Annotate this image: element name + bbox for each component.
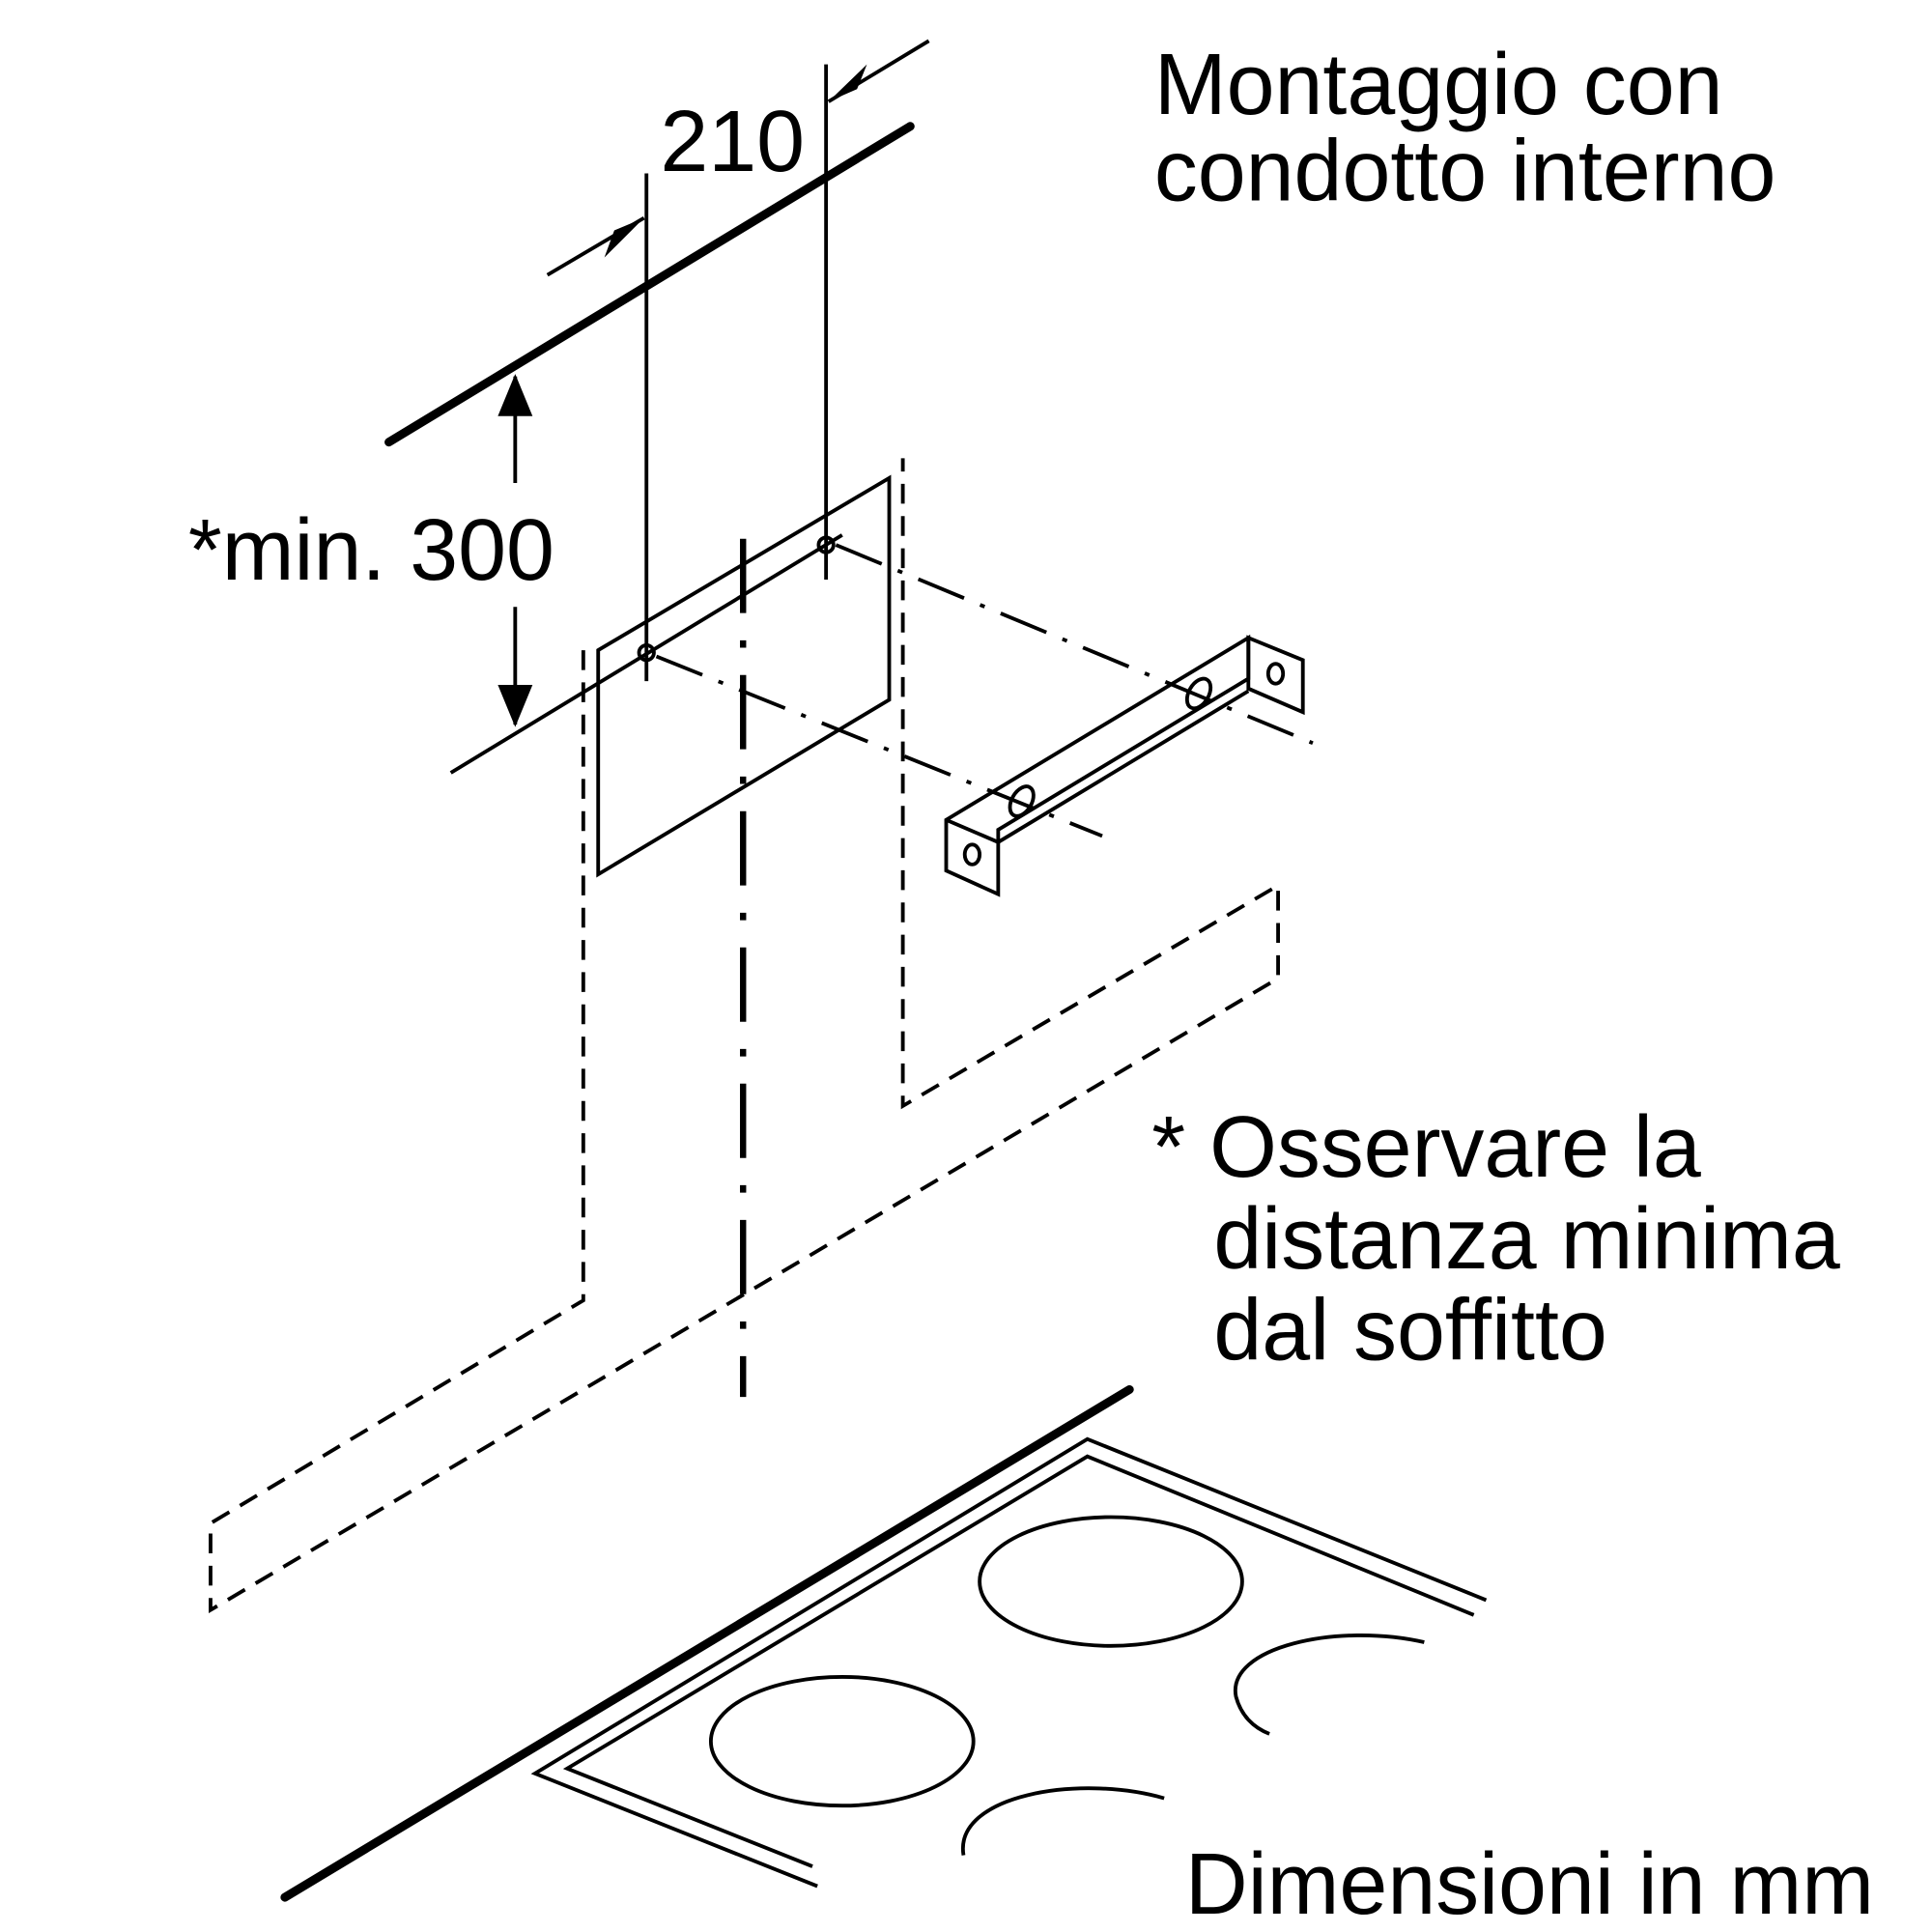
ceiling-line (384, 122, 915, 447)
hood-back-plate (596, 474, 892, 878)
note-line-3: dal soffitto (1213, 1283, 1606, 1379)
projection-lines (655, 543, 1314, 838)
min-height-label: *min. 300 (188, 502, 554, 599)
width-dimension-label: 210 (660, 94, 805, 190)
wall-bracket (944, 634, 1305, 897)
hood-outline-dashed (209, 458, 1280, 1614)
title-line-1: Montaggio con (1154, 37, 1723, 133)
note-line-2: distanza minima (1213, 1191, 1839, 1288)
height-dimension (449, 374, 843, 775)
note-line-1: * Osservare la (1151, 1099, 1701, 1196)
cooktop (280, 1384, 1488, 1902)
units-label: Dimensioni in mm (1185, 1836, 1874, 1932)
title-line-2: condotto interno (1154, 124, 1776, 220)
